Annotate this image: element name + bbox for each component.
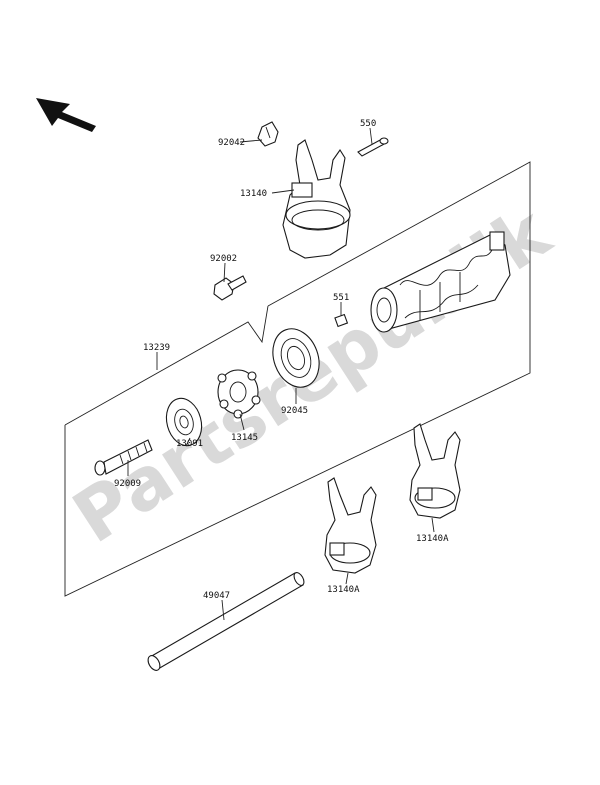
label-550: 550 — [360, 119, 376, 129]
label-92042: 92042 — [218, 138, 245, 148]
shaft-49047 — [147, 572, 305, 671]
label-92002: 92002 — [210, 254, 237, 264]
bearing-92045 — [272, 328, 320, 388]
label-92045: 92045 — [281, 406, 308, 416]
label-13140a-left: 13140A — [327, 585, 360, 595]
label-49047: 49047 — [203, 591, 230, 601]
label-92009: 92009 — [114, 479, 141, 489]
label-13140a-right: 13140A — [416, 534, 449, 544]
direction-arrow-icon — [36, 98, 96, 132]
assembly-frame — [64, 161, 531, 597]
label-13145: 13145 — [231, 433, 258, 443]
dowel-551 — [334, 313, 349, 328]
label-13239: 13239 — [143, 343, 170, 353]
collar-92042 — [257, 121, 279, 147]
label-551: 551 — [333, 293, 349, 303]
label-13091: 13091 — [176, 439, 203, 449]
pin-plate-13145 — [217, 369, 261, 419]
shift-drum — [370, 231, 511, 333]
shift-fork-13140a-right — [409, 423, 461, 519]
plate-13091 — [165, 397, 203, 447]
pin-550 — [357, 137, 389, 157]
label-13140: 13140 — [240, 189, 267, 199]
bolt-92002 — [213, 275, 247, 301]
bolt-92009 — [94, 439, 153, 476]
shift-fork-13140a-left — [324, 477, 377, 574]
shift-fork-13140 — [282, 139, 351, 259]
leader-lines — [127, 127, 435, 621]
